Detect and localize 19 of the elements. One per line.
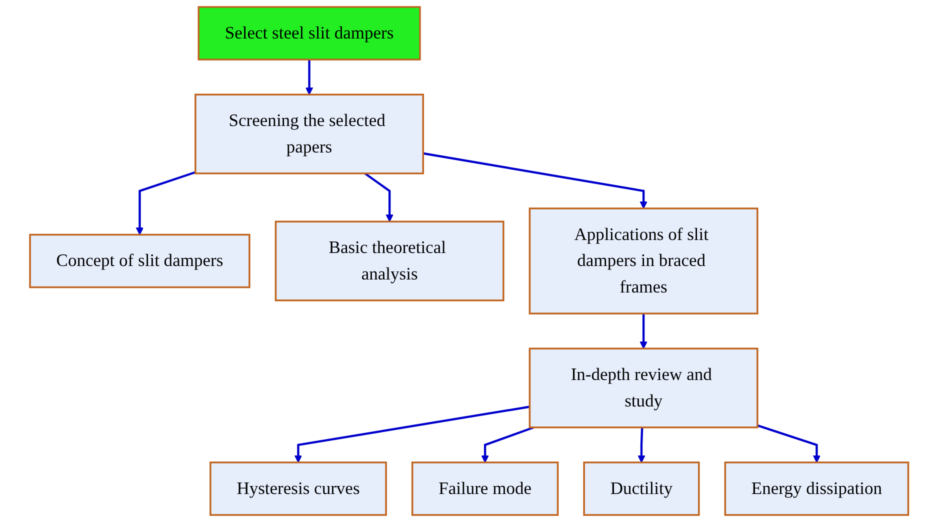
- node-box: Select steel slit dampers: [198, 6, 421, 60]
- node-box: In-depth review and study: [528, 348, 758, 428]
- arrow: [294, 406, 530, 463]
- arrow: [136, 171, 196, 236]
- arrow: [481, 426, 534, 463]
- node-box: Energy dissipation: [724, 462, 909, 516]
- arrow: [637, 427, 646, 463]
- arrow: [422, 152, 648, 209]
- node-box: Applications of slit dampers in braced frames: [528, 208, 758, 314]
- node-box: Ductility: [583, 462, 700, 516]
- node-box: Basic theoretical analysis: [274, 220, 504, 302]
- node-box: Screening the selected papers: [194, 94, 424, 174]
- node-box: Concept of slit dampers: [29, 234, 250, 288]
- node-box: Failure mode: [411, 462, 559, 516]
- arrow: [640, 314, 648, 349]
- arrow: [305, 60, 313, 95]
- node-box: Hysteresis curves: [209, 462, 387, 516]
- arrow: [756, 424, 820, 463]
- arrow: [364, 172, 394, 222]
